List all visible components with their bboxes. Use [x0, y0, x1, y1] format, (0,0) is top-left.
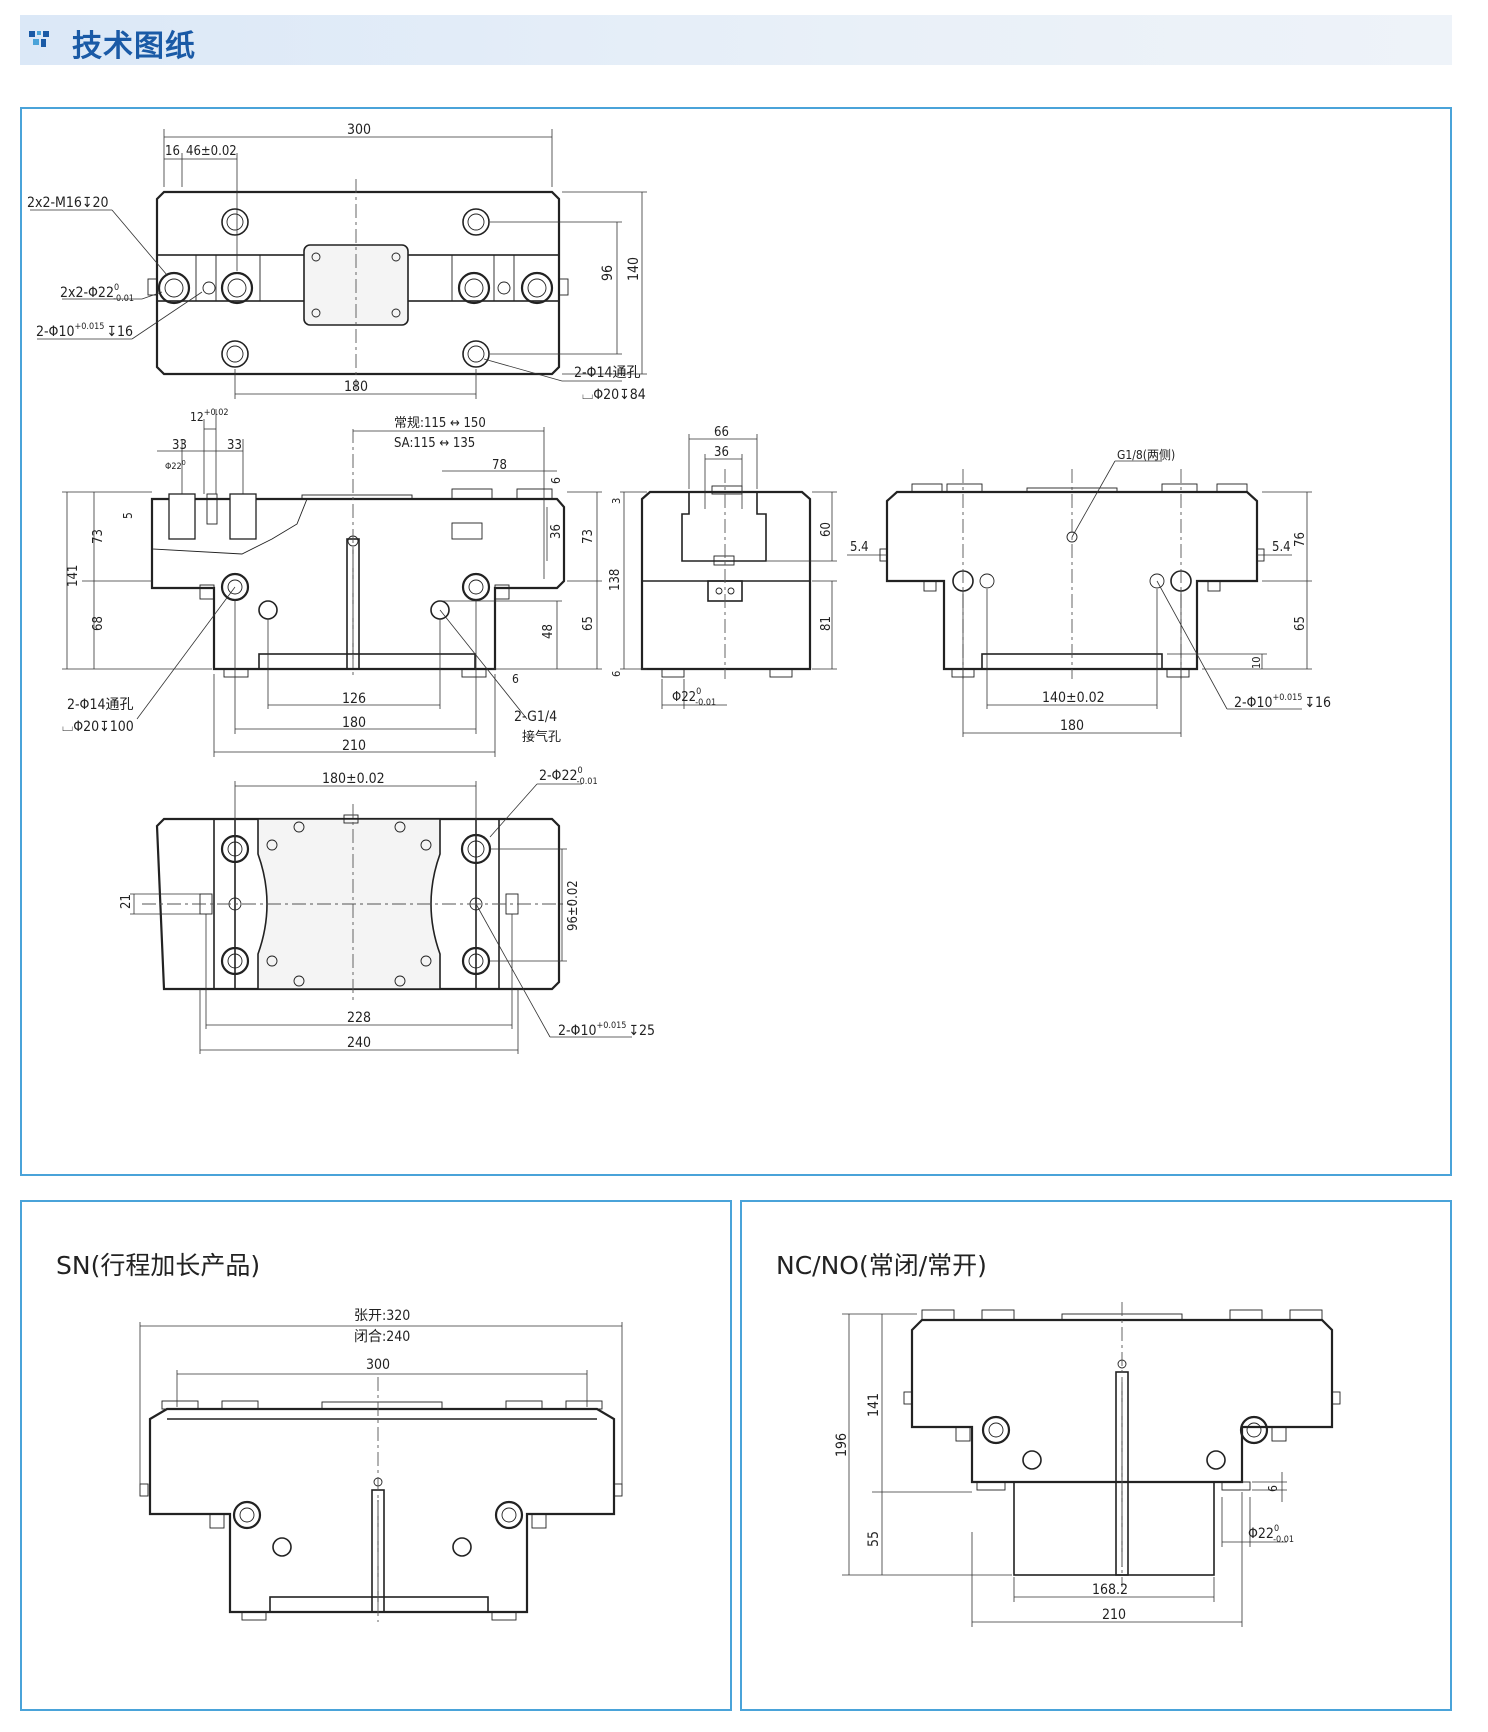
dim-180-front: 180 — [342, 715, 366, 731]
dim-65: 65 — [581, 616, 596, 631]
dim-126: 126 — [342, 691, 366, 707]
sn-drawing: 张开:320 闭合:240 300 — [139, 1308, 623, 1622]
dim-140-rear: 140±0.02 — [1042, 690, 1105, 706]
label-phi14-top: 2-Φ14通孔 — [574, 365, 641, 381]
ncno-dim-210: 210 — [1102, 1607, 1126, 1623]
label-phi14-front: 2-Φ14通孔 — [67, 697, 134, 713]
label-phi22-side: Φ220-0.01 — [672, 687, 716, 708]
dim-68: 68 — [91, 616, 106, 631]
label-stroke-2: SA:115 ↔ 135 — [394, 436, 475, 451]
ncno-phi22-label: Φ220-0.01 — [1248, 1524, 1294, 1545]
dim-78: 78 — [492, 458, 507, 473]
sn-panel: SN(行程加长产品) 张开:320 闭合:240 300 — [20, 1200, 732, 1711]
dim-3: 3 — [610, 498, 623, 504]
dim-210-front: 210 — [342, 738, 366, 754]
ncno-dim-6: 6 — [1266, 1485, 1280, 1492]
dim-33b: 33 — [227, 438, 242, 453]
dim-138: 138 — [608, 569, 623, 591]
ncno-dim-141: 141 — [866, 1393, 882, 1417]
ncno-panel-title: NC/NO(常闭/常开) — [776, 1251, 987, 1280]
dim-6b: 6 — [512, 672, 519, 686]
sn-open-label: 张开:320 — [354, 1308, 410, 1324]
main-drawing-panel: 300 16 46±0.02 2x2-M16↧20 2x2-Φ220-0.01 … — [20, 107, 1452, 1176]
dim-81: 81 — [819, 616, 834, 631]
dim-5-4-left: 5.4 — [850, 540, 869, 555]
dim-36: 36 — [549, 524, 564, 539]
dim-141: 141 — [66, 565, 81, 587]
dim-180-top: 180 — [344, 379, 368, 395]
bottom-view: 180±0.02 2-Φ220-0.01 21 96±0.02 228 240 … — [119, 766, 655, 1054]
top-holes — [157, 208, 554, 368]
label-g18: G1/8(两侧) — [1117, 448, 1175, 462]
label-phi10-bottom: 2-Φ10+0.015↧25 — [558, 1021, 655, 1039]
dim-6a: 6 — [549, 477, 563, 484]
label-g14: 2-G1/4 — [514, 709, 557, 725]
dim-140-top: 140 — [626, 257, 642, 281]
dim-73a: 73 — [91, 529, 106, 544]
label-phi22-small: Φ220 — [165, 459, 186, 472]
dim-76: 76 — [1293, 532, 1308, 547]
dim-48: 48 — [541, 624, 556, 639]
label-air-hole: 接气孔 — [522, 729, 561, 745]
label-phi20-front: ⌴Φ20↧100 — [62, 719, 134, 735]
ncno-dim-168: 168.2 — [1092, 1582, 1128, 1598]
dim-73b: 73 — [581, 529, 596, 544]
section-header: 技术图纸 — [20, 15, 1452, 65]
ncno-panel: NC/NO(常闭/常开) 196 141 55 6 Φ220-0.01 16 — [740, 1200, 1452, 1711]
dim-12: 12+0.02 — [190, 408, 229, 424]
label-phi10-rear: 2-Φ10+0.015↧16 — [1234, 693, 1331, 711]
page-title: 技术图纸 — [72, 29, 196, 64]
dim-180-rear: 180 — [1060, 718, 1084, 734]
rear-view: G1/8(两侧) 5.4 5.4 76 65 10 140±0.02 180 2… — [847, 448, 1331, 737]
dim-33a: 33 — [172, 438, 187, 453]
dim-6-side: 6 — [610, 671, 623, 677]
label-m16: 2x2-M16↧20 — [27, 195, 109, 211]
dim-5-4-right: 5.4 — [1272, 540, 1291, 555]
dim-21: 21 — [119, 894, 134, 909]
dim-65-rear: 65 — [1293, 616, 1308, 631]
ncno-drawing: 196 141 55 6 Φ220-0.01 168.2 210 — [834, 1302, 1341, 1627]
side-view: 66 36 3 60 138 81 6 Φ220-0.01 — [608, 425, 837, 709]
dim-228: 228 — [347, 1010, 371, 1026]
front-view: 12+0.02 33 33 Φ220 常规:115 ↔ 150 SA:115 ↔… — [62, 408, 602, 757]
label-phi22-top: 2x2-Φ220-0.01 — [60, 283, 134, 304]
top-view: 300 16 46±0.02 2x2-M16↧20 2x2-Φ220-0.01 … — [27, 122, 647, 403]
dim-60: 60 — [819, 522, 834, 537]
label-phi20-top: ⌴Φ20↧84 — [582, 387, 646, 403]
sn-dim-300: 300 — [366, 1357, 390, 1373]
dim-5: 5 — [121, 512, 135, 519]
label-stroke-1: 常规:115 ↔ 150 — [394, 416, 486, 431]
dim-16: 16 — [165, 144, 180, 159]
logo-icon — [29, 31, 49, 47]
dim-96-bottom: 96±0.02 — [566, 880, 581, 931]
dim-36-side: 36 — [714, 445, 729, 460]
dim-10: 10 — [1250, 656, 1263, 669]
sn-close-label: 闭合:240 — [354, 1329, 410, 1345]
ncno-dim-196: 196 — [834, 1433, 850, 1457]
label-phi22-bottom: 2-Φ220-0.01 — [539, 766, 598, 787]
dim-66: 66 — [714, 425, 729, 440]
sn-panel-title: SN(行程加长产品) — [56, 1251, 261, 1280]
ncno-dim-55: 55 — [866, 1531, 882, 1547]
dim-96-top: 96 — [600, 265, 616, 281]
dim-300-top: 300 — [347, 122, 371, 138]
dim-240: 240 — [347, 1035, 371, 1051]
dim-46: 46±0.02 — [186, 144, 237, 159]
label-phi10-top: 2-Φ10+0.015↧16 — [36, 322, 133, 340]
dim-180-bottom: 180±0.02 — [322, 771, 385, 787]
technical-drawing: 300 16 46±0.02 2x2-M16↧20 2x2-Φ220-0.01 … — [27, 122, 1331, 1054]
